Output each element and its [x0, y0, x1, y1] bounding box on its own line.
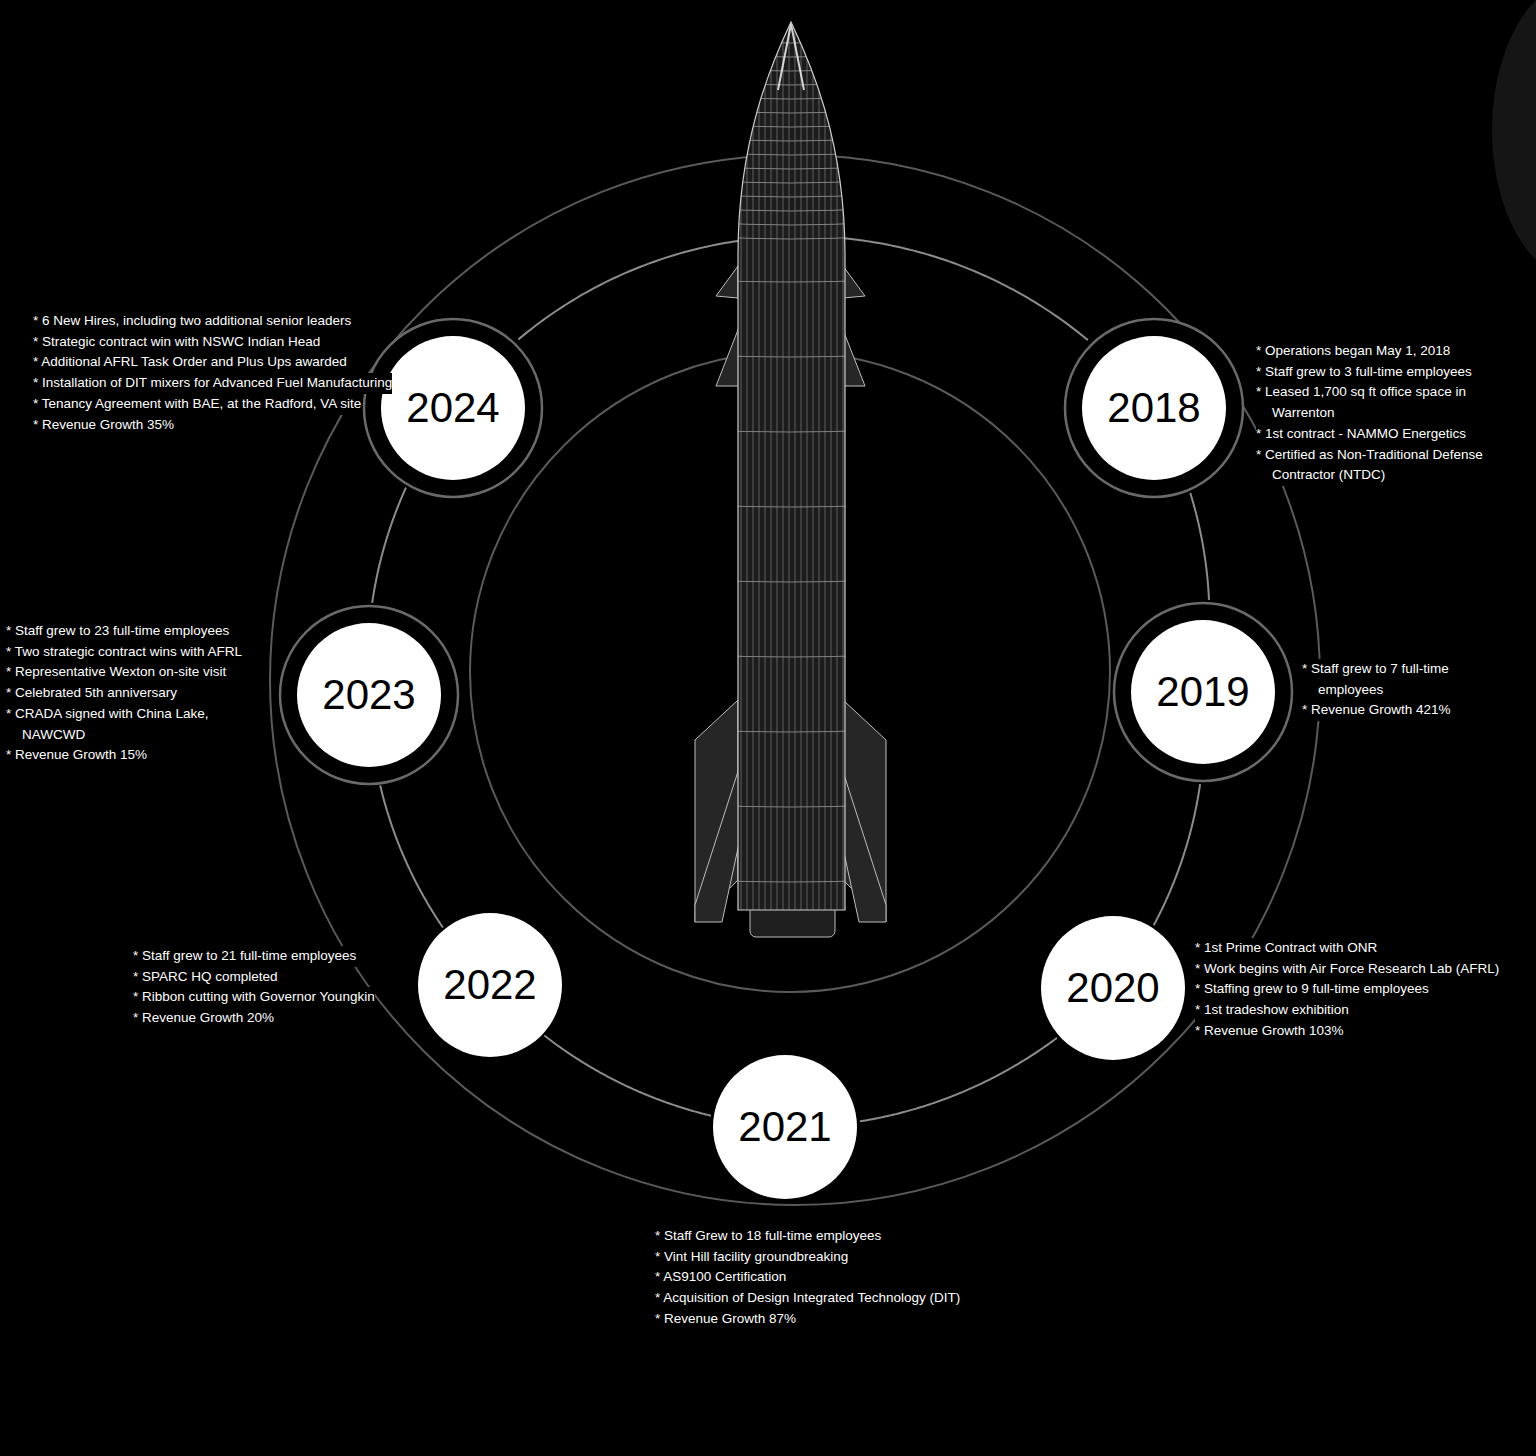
body-ring [700, 180, 880, 183]
milestone-note: * Staff grew to 23 full-time employees [6, 621, 229, 642]
body-ring [700, 96, 880, 99]
corner-shape [1492, 0, 1536, 280]
outer-ring [1114, 603, 1292, 781]
milestone-note: * Strategic contract win with NSWC India… [33, 332, 320, 353]
milestone-list: * 6 New Hires, including two additional … [33, 311, 423, 435]
milestone-note: * Additional AFRL Task Order and Plus Up… [33, 352, 347, 373]
body-ring [700, 236, 880, 239]
milestone-note: * Ribbon cutting with Governor Youngkin [133, 987, 375, 1008]
body-ring [700, 82, 880, 85]
milestone-list: * Staff grew to 23 full-time employees* … [6, 621, 268, 766]
milestone-list: * 1st Prime Contract with ONR* Work begi… [1195, 938, 1531, 1042]
body-ring [700, 355, 880, 357]
milestone-note: * Installation of DIT mixers for Advance… [33, 373, 392, 394]
milestone-note: * 1st tradeshow exhibition [1195, 1000, 1349, 1021]
milestone-note: * Staffing grew to 9 full-time employees [1195, 979, 1429, 1000]
milestone-note: * Staff Grew to 18 full-time employees [655, 1226, 881, 1247]
timeline-arc [380, 785, 443, 927]
year-circle: 2024 [381, 336, 525, 480]
circle-fill [381, 336, 525, 480]
year-circle: 2022 [418, 913, 562, 1057]
circle-fill [713, 1055, 857, 1199]
milestone-note: * Two strategic contract wins with AFRL [6, 642, 242, 663]
body-ring [700, 730, 880, 732]
body-ring [700, 54, 880, 57]
circle-fill [1131, 620, 1275, 764]
body-ring [700, 124, 880, 127]
timeline-arc [1190, 493, 1209, 600]
milestone-list: * Operations began May 1, 2018* Staff gr… [1256, 341, 1508, 486]
milestone-note: * Representative Wexton on-site visit [6, 662, 226, 683]
year-label: 2020 [1066, 967, 1159, 1009]
milestone-note: * Revenue Growth 20% [133, 1008, 274, 1029]
milestone-list: * Staff Grew to 18 full-time employees* … [655, 1226, 1045, 1330]
outer-ring [1065, 319, 1243, 497]
year-circle: 2018 [1082, 336, 1226, 480]
milestone-note: * Vint Hill facility groundbreaking [655, 1247, 848, 1268]
year-circle: 2023 [297, 623, 441, 767]
body-ring [700, 166, 880, 169]
milestone-note: * Revenue Growth 15% [6, 745, 147, 766]
milestone-note: * Revenue Growth 87% [655, 1309, 796, 1330]
timeline-arc [544, 1035, 711, 1115]
body-ring [700, 655, 880, 657]
year-circle: 2019 [1131, 620, 1275, 764]
milestone-note: * CRADA signed with China Lake, NAWCWD [6, 704, 268, 745]
milestone-note: * Tenancy Agreement with BAE, at the Rad… [33, 394, 361, 415]
outer-ring [280, 606, 458, 784]
body-ring [700, 580, 880, 582]
milestone-note: * Work begins with Air Force Research La… [1195, 959, 1499, 980]
body-ring [700, 805, 880, 807]
milestone-note: * Revenue Growth 103% [1195, 1021, 1344, 1042]
milestone-note: * Revenue Growth 35% [33, 415, 174, 436]
year-label: 2024 [406, 387, 499, 429]
milestone-note: * Staff grew to 3 full-time employees [1256, 362, 1472, 383]
body-ring [700, 68, 880, 71]
milestone-note: * 1st contract - NAMMO Energetics [1256, 424, 1466, 445]
milestone-note: * 1st Prime Contract with ONR [1195, 938, 1377, 959]
body-ring [700, 208, 880, 211]
milestone-note: * Certified as Non-Traditional Defense C… [1256, 445, 1508, 486]
timeline-arc [372, 488, 406, 603]
body-ring [700, 222, 880, 225]
milestone-note: * Celebrated 5th anniversary [6, 683, 177, 704]
year-label: 2021 [738, 1106, 831, 1148]
body-ring [700, 40, 880, 43]
milestone-note: * SPARC HQ completed [133, 967, 278, 988]
milestone-note: * Staff grew to 21 full-time employees [133, 946, 356, 967]
milestone-note: * Staff grew to 7 full-time employees [1302, 659, 1467, 700]
year-label: 2023 [322, 674, 415, 716]
milestone-note: * Revenue Growth 421% [1302, 700, 1451, 721]
body-ring [700, 505, 880, 507]
body-ring [700, 880, 880, 882]
milestone-list: * Staff grew to 21 full-time employees* … [133, 946, 433, 1029]
milestone-note: * Operations began May 1, 2018 [1256, 341, 1450, 362]
year-label: 2019 [1156, 671, 1249, 713]
body-ring [700, 138, 880, 141]
year-circle: 2020 [1041, 916, 1185, 1060]
year-label: 2018 [1107, 387, 1200, 429]
milestone-note: * Leased 1,700 sq ft office space in War… [1256, 382, 1508, 423]
circle-fill [297, 623, 441, 767]
milestone-note: * 6 New Hires, including two additional … [33, 311, 351, 332]
milestone-note: * AS9100 Certification [655, 1267, 786, 1288]
body-ring [700, 280, 880, 282]
body-ring [700, 152, 880, 155]
body-ring [700, 430, 880, 432]
milestone-list: * Staff grew to 7 full-time employees* R… [1302, 659, 1467, 721]
circle-fill [418, 913, 562, 1057]
circle-fill [1082, 336, 1226, 480]
year-label: 2022 [443, 964, 536, 1006]
milestone-note: * Acquisition of Design Integrated Techn… [655, 1288, 960, 1309]
outer-ring [364, 319, 542, 497]
timeline-arc [860, 1038, 1057, 1122]
circle-fill [1041, 916, 1185, 1060]
year-circle: 2021 [713, 1055, 857, 1199]
body-ring [700, 110, 880, 113]
timeline-arc [1154, 784, 1200, 925]
body-ring [700, 194, 880, 197]
